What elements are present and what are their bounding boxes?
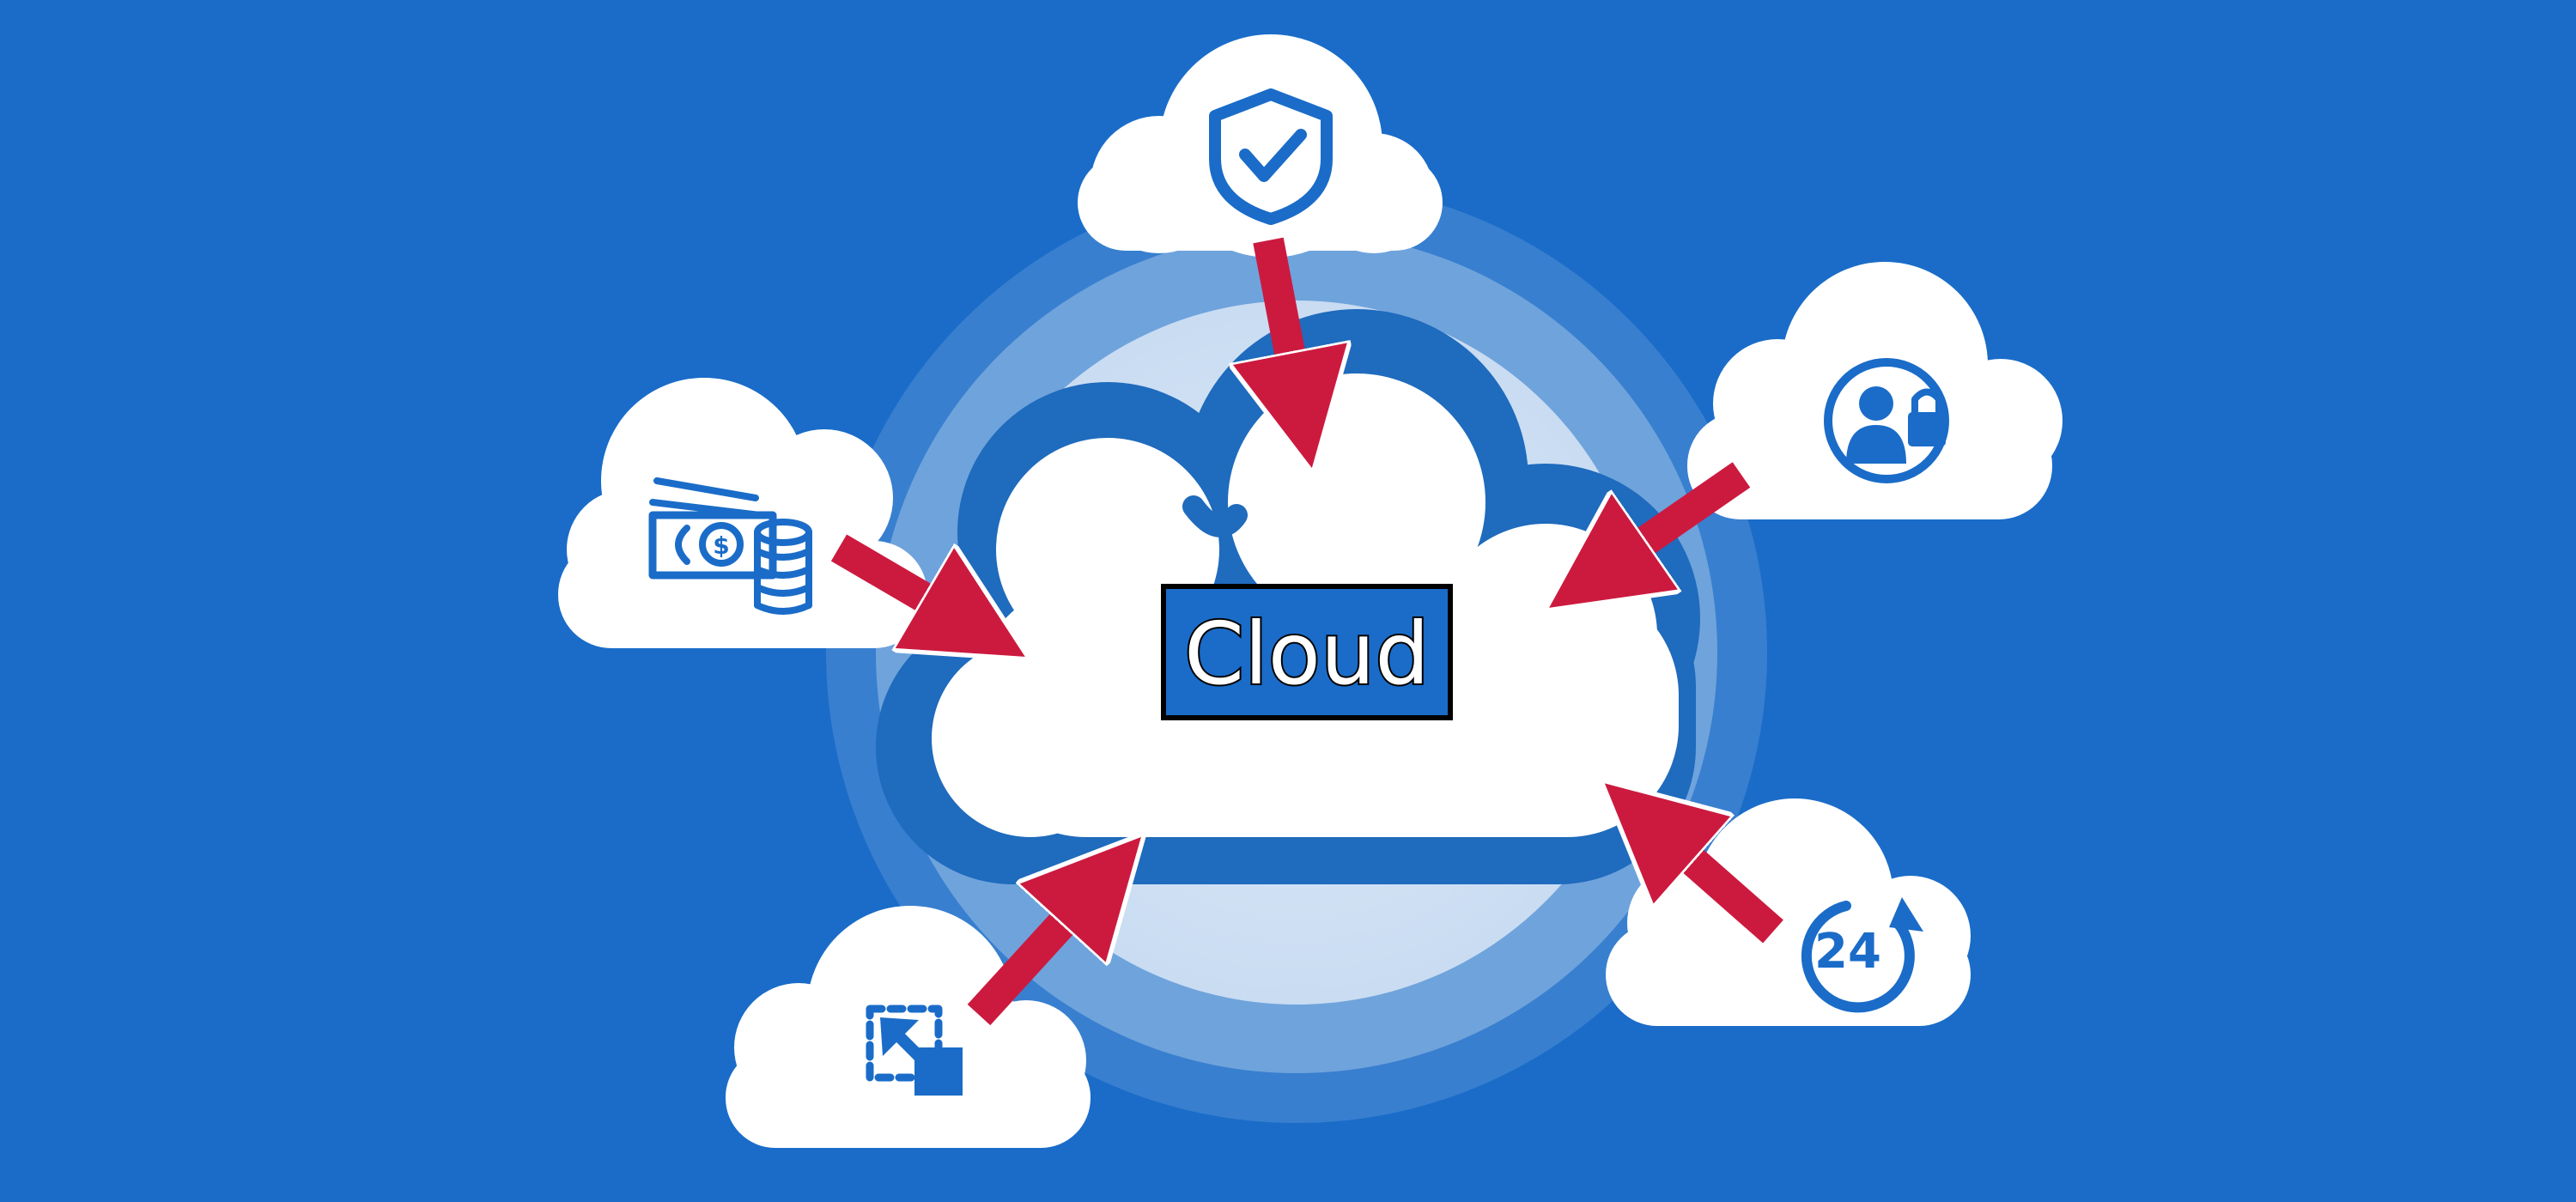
arrows (830, 237, 1783, 1026)
cloud-label-box: Cloud (1161, 584, 1453, 720)
money-coins-icon: $ (648, 477, 812, 615)
arrow-from-cost (830, 534, 955, 616)
cloud-label: Cloud (1184, 604, 1430, 704)
svg-text:24: 24 (1814, 924, 1881, 980)
arrow-from-security (1268, 237, 1297, 388)
shield-check-icon (1209, 88, 1333, 225)
satellite-cloud-security (1078, 34, 1443, 258)
arrow-from-scale (967, 897, 1086, 1026)
arrow-from-24h (1666, 837, 1783, 944)
scale-icon (866, 1005, 963, 1096)
user-lock-icon (1824, 358, 1949, 483)
satellite-cloud-24h (1606, 798, 1971, 1026)
satellite-clouds (558, 34, 2063, 1148)
hours-24-icon: 24 (1801, 897, 1923, 1013)
satellite-cloud-scale (726, 906, 1091, 1148)
arrow-from-user (1616, 462, 1751, 562)
svg-text:$: $ (713, 531, 729, 560)
